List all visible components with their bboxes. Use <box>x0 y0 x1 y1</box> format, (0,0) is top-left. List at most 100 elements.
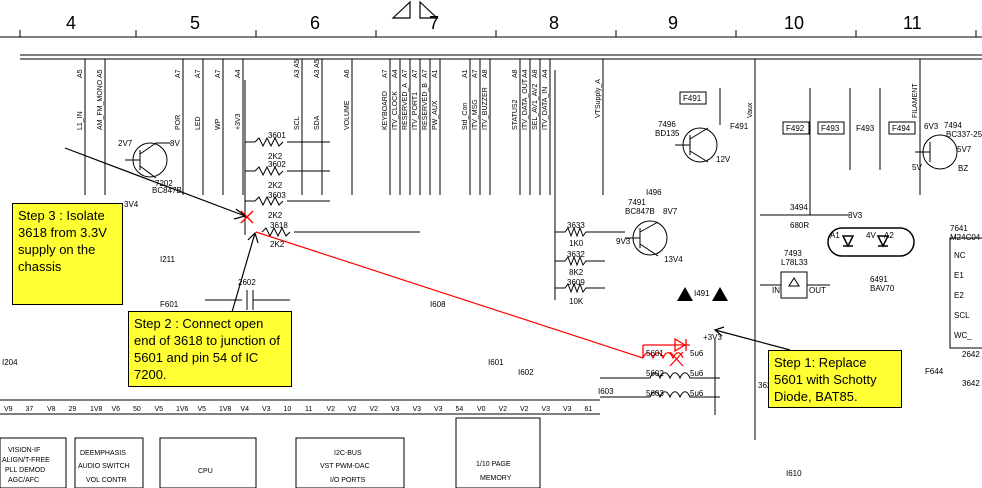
part-ref: 7491 <box>628 198 646 207</box>
signal-name: ITV_DATA_IN <box>542 87 549 130</box>
grid-col-label: 9 <box>668 13 678 33</box>
pin-number: V3 <box>391 406 400 413</box>
pin-number: V2 <box>370 406 379 413</box>
bus-ref: A7 <box>195 69 202 78</box>
part-value: BC337-25 <box>946 130 982 139</box>
pin-number: V5 <box>155 406 164 413</box>
isolate-x-mark <box>240 210 254 224</box>
signal-name: ITV_PORT1 <box>412 92 419 130</box>
block-line: I2C-BUS <box>334 450 362 457</box>
part-ref: 3603 <box>268 191 286 200</box>
ic-pin-row <box>0 399 600 415</box>
step1-callout: Step 1: Replace 5601 with Schotty Diode,… <box>768 350 902 408</box>
bus-ref: A1 <box>432 69 439 78</box>
part-ref: 3601 <box>268 131 286 140</box>
pin-label: SCL <box>954 311 970 320</box>
signal-name: ITV_DATA_OUT <box>522 78 529 130</box>
signal-name: SCL <box>294 116 301 130</box>
voltage-label: 2V7 <box>118 139 133 148</box>
capacitor-2602 <box>205 290 290 310</box>
part-ref: 6V3 <box>924 122 939 131</box>
pin-number: V2 <box>499 406 508 413</box>
voltage-label: 8V <box>170 139 180 148</box>
step3-callout: Step 3 : Isolate 3618 from 3.3V supply o… <box>12 203 123 305</box>
pin-number: V8 <box>47 406 56 413</box>
pin-number: V2 <box>327 406 336 413</box>
signal-name: RESERVED_A <box>402 83 409 130</box>
warning-icon <box>677 287 728 301</box>
pin-number: 54 <box>456 406 464 413</box>
transistor-7491 <box>625 220 668 257</box>
bus-ref: A7 <box>412 69 419 78</box>
pin-number: 37 <box>26 406 34 413</box>
resistor-group-36xx <box>554 70 625 300</box>
supply-rails <box>719 60 921 440</box>
ic-blocks <box>0 417 541 488</box>
signal-name: WP <box>215 118 222 130</box>
signal-name: L1_IN <box>77 111 84 130</box>
flag-label: F493 <box>856 124 875 133</box>
block-line: MEMORY <box>480 475 512 482</box>
net-label: I204 <box>2 358 18 367</box>
top-bus <box>20 54 982 60</box>
part-value: L78L33 <box>781 258 808 267</box>
diode-6491 <box>827 227 915 257</box>
signal-name: +3V3 <box>235 113 242 130</box>
flag-arrows <box>391 0 439 19</box>
part-value: 5u6 <box>690 349 704 358</box>
bus-ref: A3 A5 <box>294 59 301 78</box>
part-ref: 3624 <box>758 381 776 390</box>
pin-number: V0 <box>477 406 486 413</box>
pin-number: V6 <box>112 406 121 413</box>
part-ref: 3632 <box>567 250 585 259</box>
step2-callout: Step 2 : Connect open end of 3618 to jun… <box>128 311 292 387</box>
part-value: 5u6 <box>690 369 704 378</box>
net-label: I491 <box>694 289 710 298</box>
resistor-labels: 3601 2K2 3602 2K2 3603 2K2 3618 2K2 <box>268 131 288 249</box>
block-line: ALIGN/T-FREE <box>2 457 50 464</box>
supply-label: +3V3 <box>703 333 722 342</box>
callout-pointers <box>64 147 791 351</box>
bus-ref: A4 <box>392 69 399 78</box>
flag-label: F491 <box>683 94 702 103</box>
part-value: 2K2 <box>268 181 283 190</box>
part-value: BC847B <box>625 207 655 216</box>
bus-ref: A4 <box>522 69 529 78</box>
pin-number: V4 <box>241 406 250 413</box>
grid-col-label: 4 <box>66 13 76 33</box>
voltage-label: 13V4 <box>664 255 683 264</box>
part-value: 1K0 <box>569 239 584 248</box>
grid-ruler <box>0 30 982 38</box>
pin-number: V3 <box>563 406 572 413</box>
grid-col-label: 6 <box>310 13 320 33</box>
block-line: AUDIO SWITCH <box>78 463 130 470</box>
pin-number: 61 <box>585 406 593 413</box>
part-value: M24C04 <box>950 233 981 242</box>
pin-label: E2 <box>954 291 964 300</box>
pin-number: V5 <box>198 406 207 413</box>
part-value: 2K2 <box>268 152 283 161</box>
part-value: BAV70 <box>870 284 895 293</box>
flag-label: F494 <box>892 124 911 133</box>
net-label: I603 <box>598 387 614 396</box>
resistor-ladder <box>244 80 420 238</box>
part-value: 2K2 <box>268 211 283 220</box>
signal-name: VOLUME <box>344 100 351 130</box>
signal-name: POR <box>175 115 182 130</box>
bus-ref: A7 <box>382 69 389 78</box>
net-label: I610 <box>786 469 802 478</box>
pin-label: A2 <box>884 231 894 240</box>
signal-name: ITV_MSG <box>472 99 479 130</box>
signal-name: Std_Con <box>462 103 469 130</box>
regulator-7493 <box>760 271 830 299</box>
block-line: 1/10 PAGE <box>476 461 511 468</box>
voltage-label: 12V <box>716 155 731 164</box>
net-label: I496 <box>646 188 662 197</box>
part-value: BD135 <box>655 129 680 138</box>
signal-name: PW_AUX <box>432 100 439 130</box>
signal-name: SEL_AV1_AV2 <box>532 83 539 130</box>
bus-ref: A4 <box>542 69 549 78</box>
pin-label: WC_ <box>954 331 972 340</box>
bus-ref: A3 A5 <box>314 59 321 78</box>
